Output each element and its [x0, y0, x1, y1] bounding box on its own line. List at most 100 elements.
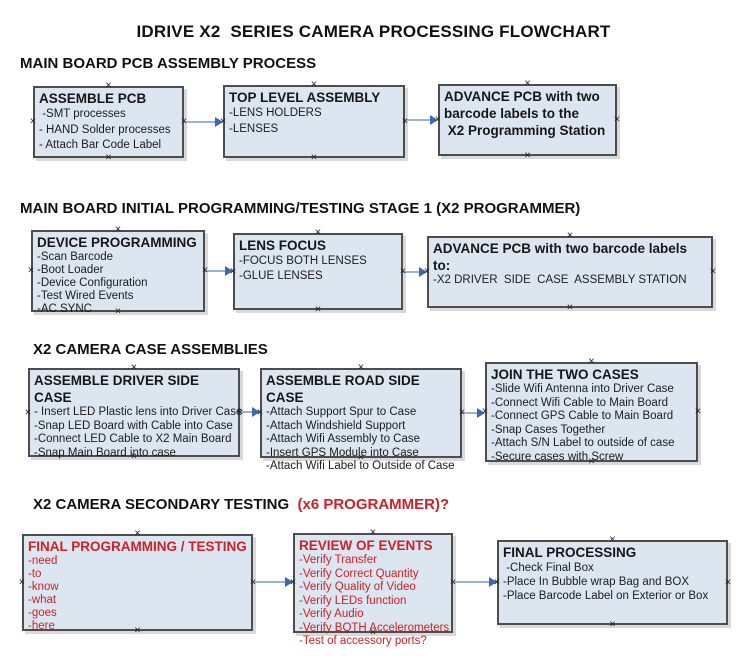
- connector-x-icon: ×: [105, 79, 112, 92]
- flow-box-item: -LENSES: [229, 122, 279, 135]
- flow-box-item: -Boot Loader: [37, 264, 104, 276]
- flow-box-item: -what: [28, 594, 57, 606]
- connector-x-icon: ×: [449, 576, 457, 589]
- flow-box-item: -Check Final Box: [503, 562, 594, 574]
- connector-x-icon: ×: [709, 265, 717, 278]
- connector-x-icon: ×: [256, 406, 264, 419]
- flow-box-item: -Snap Main Board into case: [34, 446, 176, 459]
- flow-box-item: -to: [28, 568, 42, 580]
- arrow-head-icon: [215, 117, 223, 127]
- flow-box-title: JOIN THE TWO CASES: [491, 367, 639, 382]
- flow-box-item: -Verify Quality of Video: [299, 581, 416, 593]
- flow-box: ADVANCE PCB with two barcode labels to:-…: [427, 236, 713, 308]
- connector-x-icon: ×: [314, 303, 322, 316]
- arrow-head-icon: [430, 115, 438, 125]
- connector-x-icon: ×: [310, 78, 318, 91]
- connector-x-icon: ×: [588, 355, 595, 368]
- connector-x-icon: ×: [310, 151, 318, 164]
- flow-arrow-line: [405, 119, 431, 121]
- flow-box: JOIN THE TWO CASES-Slide Wifi Antenna in…: [485, 362, 698, 463]
- connector-x-icon: ×: [130, 450, 138, 463]
- connector-x-icon: ×: [694, 405, 702, 418]
- connector-x-icon: ×: [588, 455, 595, 468]
- arrow-head-icon: [252, 407, 260, 417]
- flow-box-item: -Verify Transfer: [299, 554, 377, 566]
- flow-box-title: ASSEMBLE ROAD SIDE CASE: [266, 373, 424, 405]
- connector-x-icon: ×: [134, 527, 141, 540]
- flow-box-item: -Connect Wifi Cable to Main Board: [491, 396, 669, 409]
- flow-box-item: -Verify Correct Quantity: [299, 567, 419, 580]
- connector-x-icon: ×: [29, 115, 37, 128]
- flow-box-item: -Test Wired Events: [37, 290, 134, 302]
- connector-x-icon: ×: [27, 264, 35, 277]
- flow-box-item: -Verify LEDs function: [299, 594, 407, 607]
- flow-box: ADVANCE PCB with two barcode labels to t…: [438, 84, 617, 156]
- flow-box-item: -Attach Support Spur to Case: [266, 406, 417, 418]
- connector-x-icon: ×: [201, 264, 209, 277]
- flow-box-item: -GLUE LENSES: [239, 270, 323, 282]
- connector-x-icon: ×: [399, 264, 407, 277]
- connector-x-icon: ×: [289, 576, 297, 589]
- flow-box-item: - HAND Solder processes: [39, 123, 171, 136]
- connector-x-icon: ×: [434, 113, 442, 126]
- connector-x-icon: ×: [401, 114, 409, 127]
- connector-x-icon: ×: [18, 575, 26, 588]
- flow-box-item: -Attach Wifi Label to Outside of Case: [266, 460, 455, 472]
- flow-box-item: -Scan Barcode: [37, 251, 114, 263]
- flow-box-item: -LENS HOLDERS: [229, 107, 322, 119]
- section-heading-text: MAIN BOARD PCB ASSEMBLY PROCESS: [20, 55, 317, 72]
- flow-box-item: -Test of accessory ports?: [299, 635, 427, 647]
- flow-box-item: -FOCUS BOTH LENSES: [239, 255, 367, 267]
- flow-arrow-line: [205, 270, 226, 272]
- flow-box-title: ASSEMBLE PCB: [39, 91, 147, 106]
- connector-x-icon: ×: [24, 405, 32, 418]
- flow-box-item: -AC SYNC: [37, 303, 92, 315]
- connector-x-icon: ×: [609, 618, 616, 631]
- flow-arrow-line: [253, 581, 286, 583]
- arrow-head-icon: [489, 577, 497, 587]
- flow-box-item: -Attach Wifi Assembly to Case: [266, 433, 421, 445]
- flow-box-title: FINAL PROCESSING: [503, 545, 637, 560]
- connector-x-icon: ×: [134, 624, 141, 637]
- section-heading-text: MAIN BOARD INITIAL PROGRAMMING/TESTING S…: [20, 200, 581, 217]
- arrow-head-icon: [225, 266, 233, 276]
- connector-x-icon: ×: [236, 405, 244, 418]
- section-heading-text: (x6 PROGRAMMER)?: [297, 496, 450, 513]
- connector-x-icon: ×: [566, 229, 574, 242]
- section-heading: MAIN BOARD PCB ASSEMBLY PROCESS: [20, 55, 316, 72]
- flow-box-item: -SMT processes: [39, 108, 126, 120]
- flow-box-item: - Insert LED Plastic lens into Driver Ca…: [34, 406, 243, 418]
- flow-box-item: -Verify Audio: [299, 608, 364, 620]
- connector-x-icon: ×: [566, 301, 574, 314]
- flow-box: FINAL PROCESSING -Check Final Box -Place …: [497, 540, 728, 625]
- connector-x-icon: ×: [114, 223, 122, 236]
- connector-x-icon: ×: [423, 265, 431, 278]
- arrow-head-icon: [285, 577, 293, 587]
- connector-x-icon: ×: [180, 115, 188, 128]
- flow-box: ASSEMBLE ROAD SIDE CASE-Attach Support S…: [260, 368, 462, 472]
- flow-box: TOP LEVEL ASSEMBLY-LENS HOLDERS-LENSES: [223, 85, 405, 158]
- connector-x-icon: ×: [314, 226, 322, 239]
- connector-x-icon: ×: [130, 361, 138, 374]
- flow-box-item: -Secure cases with Screw: [491, 450, 624, 463]
- section-heading: X2 CAMERA SECONDARY TESTING (x6 PROGRAMM…: [33, 496, 449, 513]
- flow-box-item: -Slide Wifi Antenna into Driver Case: [491, 383, 674, 395]
- flow-box-item: -know: [28, 581, 59, 593]
- flow-box-title: ADVANCE PCB with two barcode labels to t…: [444, 89, 606, 138]
- connector-x-icon: ×: [229, 264, 237, 277]
- arrow-head-icon: [419, 267, 427, 277]
- flow-box-item: -Place Barcode Label on Exterior or Box: [503, 590, 709, 602]
- flow-box-item: -Attach Windshield Support: [266, 419, 406, 432]
- connector-x-icon: ×: [613, 113, 621, 126]
- flow-arrow-line: [453, 581, 490, 583]
- flow-box-item: -Snap Cases Together: [491, 423, 606, 436]
- flow-box: FINAL PROGRAMMING / TESTING-need-to-know…: [22, 534, 253, 632]
- connector-x-icon: ×: [493, 575, 501, 588]
- flow-box: REVIEW OF EVENTS-Verify Transfer-Verify …: [293, 533, 453, 647]
- flow-box: DEVICE PROGRAMMING-Scan Barcode-Boot Loa…: [31, 230, 205, 315]
- flow-box-item: - Attach Bar Code Label: [39, 139, 162, 151]
- connector-x-icon: ×: [357, 451, 365, 464]
- connector-x-icon: ×: [458, 406, 466, 419]
- flow-box-item: -Verify BOTH Accelerometers: [299, 621, 450, 634]
- connector-x-icon: ×: [481, 405, 489, 418]
